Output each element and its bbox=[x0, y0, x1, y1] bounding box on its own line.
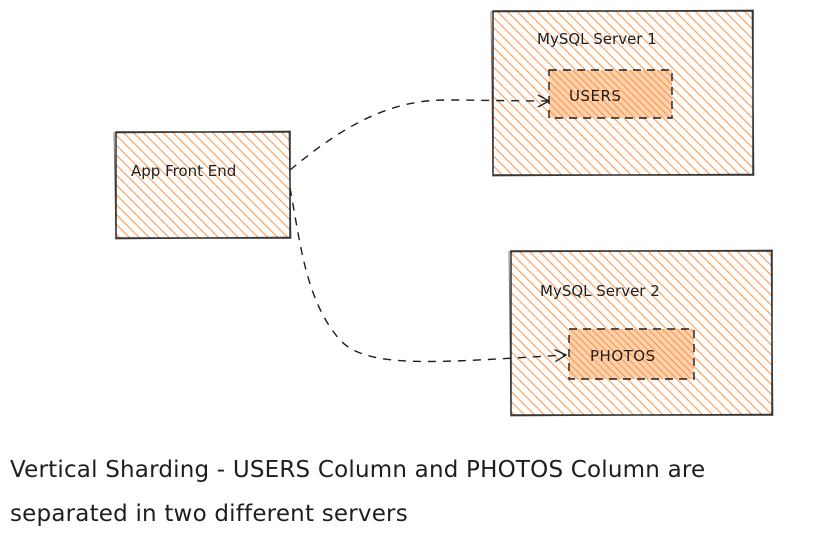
photos-table-node: PHOTOS bbox=[568, 328, 695, 380]
caption-line-2: separated in two different servers bbox=[10, 501, 408, 527]
arrow-app-to-photos bbox=[289, 187, 568, 363]
arrow-app-to-users bbox=[289, 94, 551, 171]
mysql-server-1-label: MySQL Server 1 bbox=[537, 30, 657, 48]
users-table-label: USERS bbox=[569, 87, 621, 105]
users-table-node: USERS bbox=[548, 69, 673, 119]
app-front-end-label: App Front End bbox=[131, 162, 236, 180]
photos-table-label: PHOTOS bbox=[590, 347, 656, 365]
app-front-end-node: App Front End bbox=[113, 130, 292, 240]
mysql-server-2-label: MySQL Server 2 bbox=[540, 282, 660, 300]
caption-line-1: Vertical Sharding - USERS Column and PHO… bbox=[10, 457, 706, 483]
diagram-caption: Vertical Sharding - USERS Column and PHO… bbox=[10, 448, 822, 536]
